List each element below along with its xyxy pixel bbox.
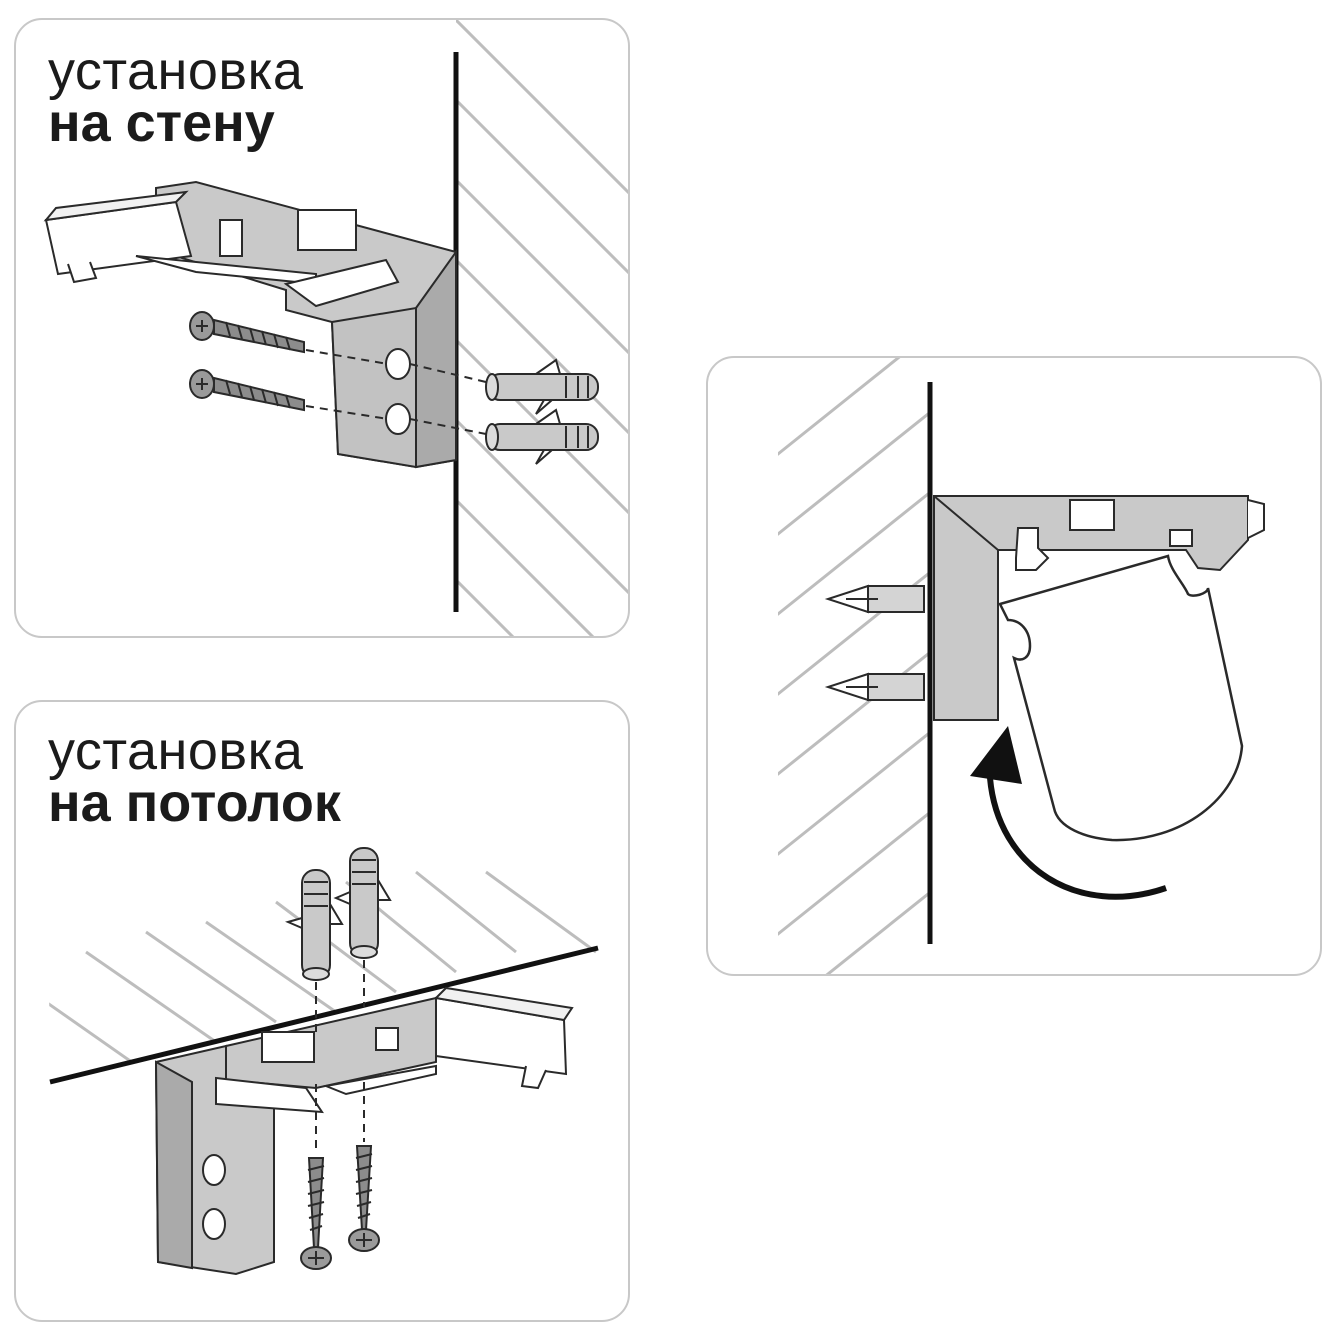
ceiling-mount-illustration (46, 847, 599, 1276)
ceiling-hatch (46, 870, 597, 1074)
clip-dowel-upper (824, 584, 925, 614)
wall-installation-panel: установка на стену (14, 18, 630, 638)
dowel-lower (485, 408, 599, 465)
screw-upper (189, 311, 305, 354)
clip-wall-hatch (778, 358, 930, 974)
profile-clip-illustration (778, 358, 1265, 974)
rotation-arrow-head (970, 726, 1022, 784)
curtain-track-profile (998, 554, 1244, 842)
ceiling-bracket (154, 986, 574, 1276)
clip-dowel-lower (824, 672, 925, 702)
ceiling-installation-panel: установка на потолок (14, 700, 630, 1322)
profile-clip-panel (706, 356, 1322, 976)
ceiling-title-line1: установка (48, 721, 304, 781)
ceiling-line (49, 945, 599, 1085)
wall-title-line1: установка (48, 41, 304, 101)
clip-bracket (933, 495, 1265, 721)
screw-lower (189, 369, 305, 412)
ceiling-title-line2: на потолок (48, 773, 341, 833)
ceiling-screw-left (300, 1157, 332, 1270)
ceiling-guide-lines (315, 960, 365, 1152)
ceiling-screw-right (348, 1145, 380, 1252)
rotation-arrow (987, 777, 1167, 900)
wall-bracket (43, 180, 457, 469)
wall-mount-illustration (43, 20, 628, 636)
ceiling-dowel-right (333, 847, 392, 959)
dowel-upper (485, 358, 599, 415)
wall-title-line2: на стену (48, 93, 275, 153)
ceiling-dowel-left (285, 869, 344, 981)
